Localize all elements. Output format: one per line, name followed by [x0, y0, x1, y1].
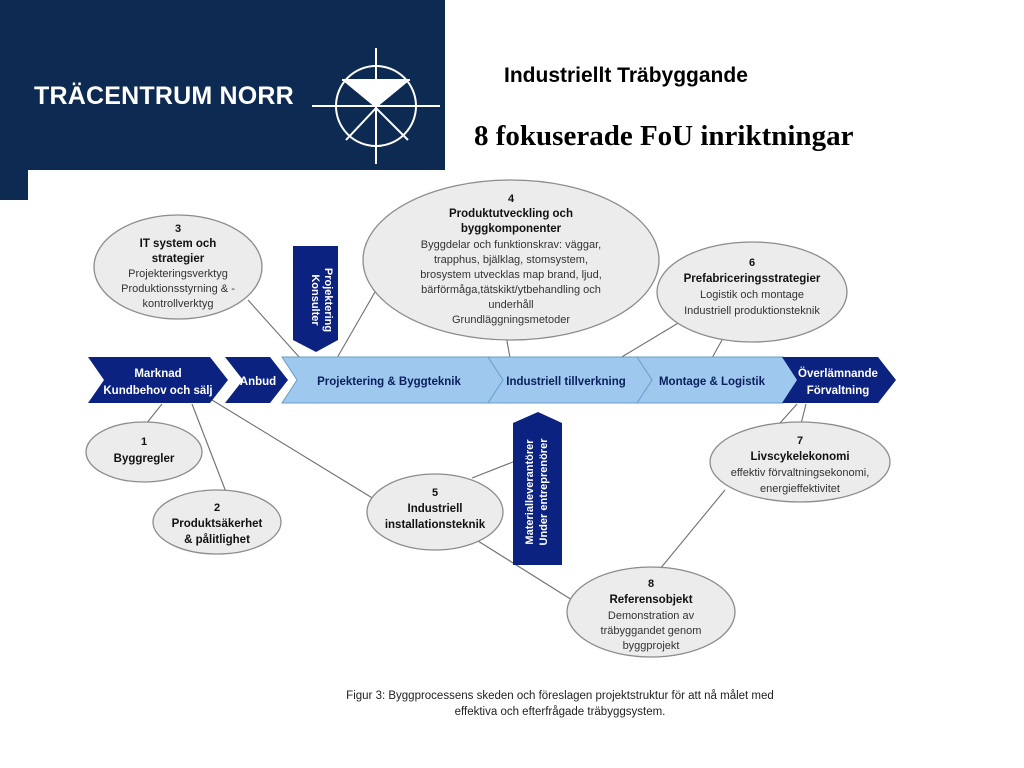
connector-line: [247, 299, 301, 359]
figure-caption-line: effektiva och efterfrågade träbyggsystem…: [454, 706, 666, 718]
focus-area-number: 8: [648, 578, 654, 590]
focus-area-number: 5: [432, 487, 438, 499]
focus-area-4: 4 Produktutveckling och byggkomponenter …: [362, 179, 660, 341]
focus-area-title: Produktutveckling och: [449, 208, 573, 220]
header-subtitle: 8 fokuserade FoU inriktningar: [474, 120, 854, 152]
focus-area-body: brosystem utvecklas map brand, ljud,: [420, 269, 602, 281]
focus-area-body: Demonstration av: [608, 610, 695, 622]
focus-area-title: & pålitlighet: [184, 534, 250, 546]
focus-area-title: Livscykelekonomi: [750, 451, 849, 463]
connector-lines: [145, 291, 807, 606]
vertical-label-text: Materialleverantörer: [524, 439, 536, 545]
brand-name: TRÄCENTRUM NORR: [34, 82, 294, 110]
connector-line: [711, 339, 723, 359]
focus-area-5: 5 Industriell installationsteknik: [366, 473, 504, 551]
focus-area-title: Prefabriceringsstrategier: [684, 273, 821, 285]
focus-area-title: Byggregler: [114, 453, 175, 465]
focus-area-6: 6 Prefabriceringsstrategier Logistik och…: [656, 241, 848, 343]
connector-line: [619, 321, 681, 359]
process-step-label: Industriell tillverkning: [506, 376, 626, 388]
process-step-marknad: [88, 357, 228, 403]
header-title: Industriellt Träbyggande: [504, 64, 748, 87]
focus-area-title: installationsteknik: [385, 519, 486, 531]
vertical-label-text: Projektering: [322, 268, 334, 332]
focus-area-number: 6: [749, 257, 755, 269]
focus-area-2: 2 Produktsäkerhet & pålitlighet: [152, 489, 282, 555]
focus-area-3: 3 IT system och strategier Projekterings…: [93, 214, 263, 320]
process-step-label: Kundbehov och sälj: [103, 385, 212, 397]
process-step-label: Marknad: [134, 368, 181, 380]
focus-area-body: trapphus, bjälklag, stomsystem,: [434, 254, 588, 266]
focus-area-body: träbyggandet genom: [601, 625, 702, 637]
focus-area-number: 4: [508, 193, 515, 205]
focus-area-title: IT system och: [140, 238, 217, 250]
brand-strip: [0, 170, 28, 200]
process-step-label: Förvaltning: [807, 385, 870, 397]
process-step-label: Montage & Logistik: [659, 376, 766, 388]
vertical-label-text: Under entreprenörer: [538, 438, 550, 546]
process-step-label: Anbud: [240, 376, 276, 388]
focus-area-body: Projekteringsverktyg: [128, 268, 228, 280]
focus-area-body: Grundläggningsmetoder: [452, 314, 570, 326]
focus-area-body: Byggdelar och funktionskrav: väggar,: [421, 239, 601, 251]
focus-area-number: 1: [141, 436, 147, 448]
focus-area-body: underhåll: [488, 299, 533, 311]
connector-line: [477, 540, 581, 606]
connector-line: [211, 399, 375, 500]
focus-area-body: effektiv förvaltningsekonomi,: [731, 467, 870, 479]
focus-area-7: 7 Livscykelekonomi effektiv förvaltnings…: [709, 421, 891, 503]
focus-area-body: Produktionsstyrning & -: [121, 283, 235, 295]
connector-line: [654, 489, 726, 576]
figure-caption-line: Figur 3: Byggprocessens skeden och föres…: [346, 690, 774, 702]
vertical-label-text: Konsulter: [309, 274, 321, 326]
vertical-label-materialleverantorer: Materialleverantörer Under entreprenörer: [513, 412, 562, 565]
focus-area-title: Produktsäkerhet: [172, 518, 263, 530]
process-step-label: Projektering & Byggteknik: [317, 376, 461, 388]
focus-area-body: byggprojekt: [623, 640, 680, 652]
connector-line: [471, 459, 519, 479]
process-step-label: Överlämnande: [798, 367, 878, 380]
vertical-label-konsulter: Konsulter Projektering: [293, 246, 338, 352]
focus-area-title: Referensobjekt: [609, 594, 692, 606]
process-step-anbud: [225, 357, 288, 403]
focus-area-body: Industriell produktionsteknik: [684, 305, 820, 317]
focus-area-number: 7: [797, 435, 803, 447]
focus-area-body: bärförmåga,tätskikt/ytbehandling och: [421, 284, 601, 296]
figure-caption: Figur 3: Byggprocessens skeden och föres…: [300, 688, 820, 720]
focus-area-title: byggkomponenter: [461, 223, 562, 235]
connector-line: [191, 403, 227, 493]
focus-area-title: Industriell: [408, 503, 463, 515]
connector-line: [145, 403, 163, 425]
focus-area-body: Logistik och montage: [700, 289, 804, 301]
focus-area-title: strategier: [152, 253, 205, 265]
focus-area-number: 2: [214, 502, 220, 514]
focus-area-number: 3: [175, 223, 181, 235]
focus-area-body: energieffektivitet: [760, 483, 840, 495]
focus-area-1: 1 Byggregler: [85, 421, 203, 483]
focus-area-body: kontrollverktyg: [143, 298, 214, 310]
process-chain: Marknad Kundbehov och sälj Anbud Projekt…: [88, 356, 896, 404]
connector-line: [336, 291, 376, 359]
process-step-overlamnande: [782, 357, 896, 403]
focus-area-8: 8 Referensobjekt Demonstration av träbyg…: [566, 566, 736, 658]
tracentrum-logo-icon: [312, 48, 440, 164]
